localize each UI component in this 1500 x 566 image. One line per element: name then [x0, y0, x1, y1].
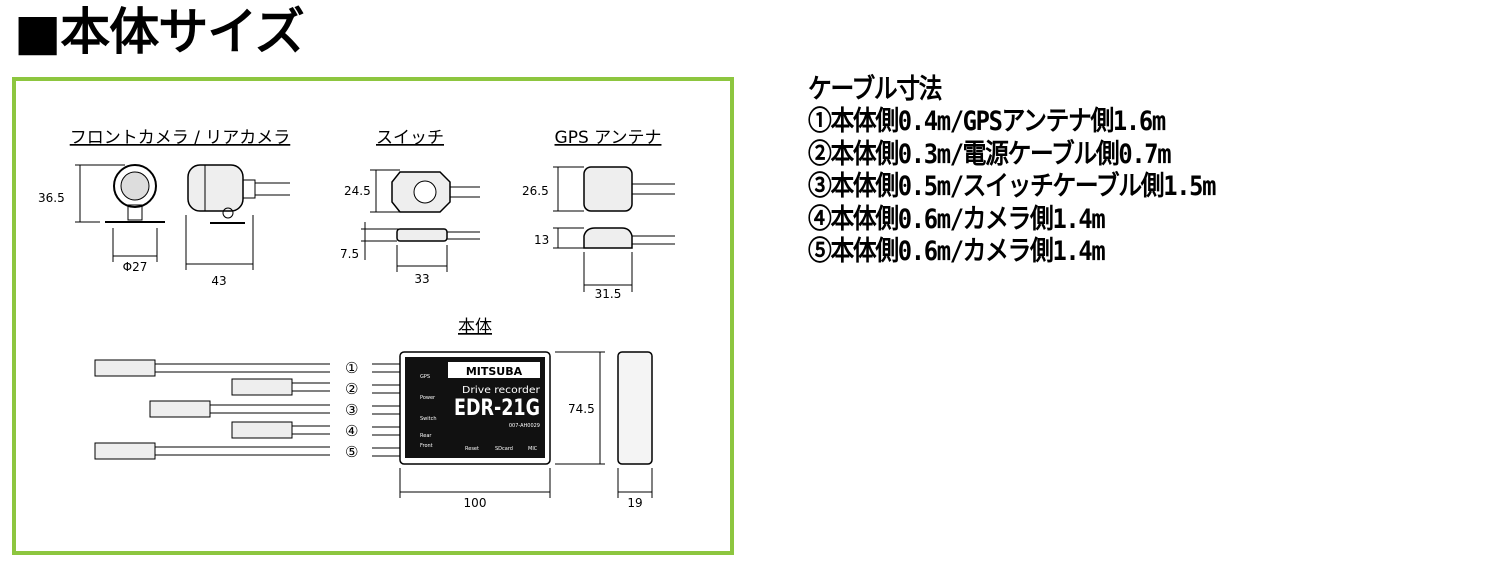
- dimension-diagram: フロントカメラ / リアカメラ 36.5 Φ27 43 スイッチ 24.5 7.…: [38, 128, 675, 510]
- body-height-dim: 74.5: [568, 402, 595, 416]
- cable-number-1: ①: [345, 359, 358, 377]
- port-sdcard: SDcard: [495, 446, 513, 452]
- body-width-dim: 100: [464, 496, 487, 510]
- cable-specs: ケーブル寸法 ①本体側0.4m/GPSアンテナ側1.6m ②本体側0.3m/電源…: [808, 74, 1216, 268]
- diagram-frame: [12, 77, 734, 555]
- cable-number-4: ④: [345, 422, 358, 440]
- body-subtitle: Drive recorder: [462, 385, 541, 396]
- cable-1: [94, 359, 330, 377]
- cert-number: 007-AH0029: [509, 423, 540, 429]
- cables-group: [94, 359, 330, 460]
- cable-spec-3: ③本体側0.5m/スイッチケーブル側1.5m: [808, 171, 1216, 203]
- switch-label: スイッチ: [376, 128, 444, 148]
- cable-spec-1: ①本体側0.4m/GPSアンテナ側1.6m: [808, 106, 1166, 138]
- model-name: EDR-21G: [454, 396, 540, 421]
- cable-2: [231, 378, 330, 396]
- cable-number-5: ⑤: [345, 443, 358, 461]
- cable-spec-5: ⑤本体側0.6m/カメラ側1.4m: [808, 236, 1106, 268]
- gps-height-dim: 26.5: [522, 184, 549, 198]
- port-front: Front: [420, 443, 433, 449]
- cable-specs-heading: ケーブル寸法: [808, 74, 943, 105]
- port-mic: MIC: [528, 446, 538, 452]
- gps-thickness-dim: 13: [534, 233, 549, 247]
- cable-number-3: ③: [345, 401, 358, 419]
- gps-side-view: [583, 227, 675, 249]
- cable-spec-2: ②本体側0.3m/電源ケーブル側0.7m: [808, 138, 1172, 170]
- switch-thickness-dim: 7.5: [340, 247, 359, 261]
- switch-width-dim: 33: [414, 272, 429, 286]
- camera-diameter-dim: Φ27: [123, 260, 148, 274]
- camera-front-view: [105, 164, 165, 223]
- port-reset: Reset: [465, 446, 479, 452]
- recorder-body: MITSUBA Drive recorder EDR-21G 007-AH002…: [399, 351, 551, 465]
- cable-spec-4: ④本体側0.6m/カメラ側1.4m: [808, 203, 1106, 235]
- gps-top-view: [583, 166, 675, 212]
- camera-length-dim: 43: [211, 274, 226, 288]
- cable-number-2: ②: [345, 380, 358, 398]
- port-power: Power: [420, 395, 436, 401]
- switch-height-dim: 24.5: [344, 184, 371, 198]
- body-depth-dim: 19: [627, 496, 642, 510]
- gps-label: GPS アンテナ: [555, 128, 662, 148]
- cable-3: [149, 400, 330, 418]
- gps-width-dim: 31.5: [595, 287, 622, 301]
- port-rear: Rear: [420, 433, 432, 439]
- brand-logo: MITSUBA: [466, 365, 523, 378]
- port-switch: Switch: [420, 416, 437, 422]
- port-gps: GPS: [420, 374, 430, 380]
- camera-label: フロントカメラ / リアカメラ: [70, 128, 291, 148]
- recorder-side-view: [617, 351, 653, 465]
- switch-top-view: [391, 171, 480, 213]
- cable-5: [94, 442, 330, 460]
- camera-height-dim: 36.5: [38, 191, 65, 205]
- cable-4: [231, 421, 330, 439]
- switch-side-view: [396, 228, 480, 242]
- body-label: 本体: [458, 317, 492, 337]
- camera-side-view: [187, 164, 290, 224]
- page-title: ■本体サイズ: [14, 3, 305, 61]
